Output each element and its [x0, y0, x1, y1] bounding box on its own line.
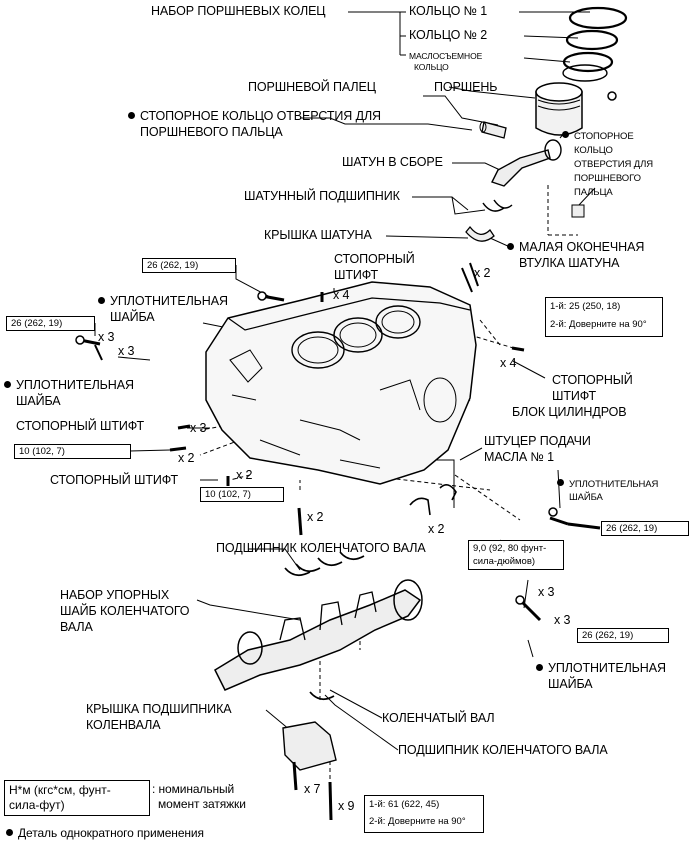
label-gasket-left-1: УПЛОТНИТЕЛЬНАЯ	[4, 378, 134, 393]
nonreusable-marker-icon	[557, 479, 564, 486]
label-conrod-cap: КРЫШКА ШАТУНА	[264, 228, 372, 242]
torque-box-main-cap: 1-й: 61 (622, 45) 2-й: Доверните на 90°	[364, 795, 484, 833]
label-pin-right-1: СТОПОРНЫЙ	[552, 373, 633, 387]
legend-torque-desc-1: : номинальный	[152, 782, 235, 796]
label-pin-bottom: СТОПОРНЫЙ ШТИФТ	[50, 473, 179, 487]
label-snap-ring-right-4: ПОРШНЕВОГО	[574, 173, 641, 184]
label-oil-ring-1: МАСЛОСЪЕМНОЕ	[409, 51, 483, 61]
label-crank-cap-2: КОЛЕНВАЛА	[86, 718, 161, 732]
torque-box-conrod: 1-й: 25 (250, 18) 2-й: Доверните на 90°	[545, 297, 663, 337]
nonreusable-marker-icon	[562, 131, 569, 138]
label-thrust-1: НАБОР УПОРНЫХ	[60, 588, 170, 602]
label-snap-ring-left-2: ПОРШНЕВОГО ПАЛЬЦА	[140, 125, 283, 139]
main-torque-step1: 1-й: 61 (622, 45)	[369, 799, 440, 810]
label-gasket-bottom-1: УПЛОТНИТЕЛЬНАЯ	[536, 661, 666, 676]
count-x2-nozzle: x 2	[428, 522, 445, 536]
label-pin-right-2: ШТИФТ	[552, 389, 597, 403]
torque-box-26-right2: 26 (262, 19)	[577, 628, 669, 643]
nozzle-torque-line2: сила-дюймов)	[473, 556, 536, 567]
label-conrod: ШАТУН В СБОРЕ	[342, 155, 443, 169]
count-x3-right-a: x 3	[538, 585, 555, 599]
label-piston: ПОРШЕНЬ	[434, 80, 498, 94]
label-gasket-bottom-2: ШАЙБА	[548, 677, 593, 691]
label-thrust-2: ШАЙБ КОЛЕНЧАТОГО	[60, 604, 190, 618]
nozzle-torque-line1: 9,0 (92, 80 фунт-	[473, 543, 547, 554]
label-snap-ring-right-5: ПАЛЬЦА	[574, 187, 613, 198]
label-crank-bearing-bottom: ПОДШИПНИК КОЛЕНЧАТОГО ВАЛА	[398, 743, 608, 757]
count-x2-conrod: x 2	[474, 266, 491, 280]
legend-nonreusable: Деталь однократного применения	[6, 826, 204, 841]
label-ring-set: НАБОР ПОРШНЕВЫХ КОЛЕЦ	[151, 4, 326, 18]
label-bushing-1: МАЛАЯ ОКОНЕЧНАЯ	[507, 240, 644, 255]
nonreusable-marker-icon	[128, 112, 135, 119]
label-gasket-right-2: ШАЙБА	[569, 492, 603, 503]
count-x3-right-b: x 3	[554, 613, 571, 627]
legend-torque-desc-2: момент затяжки	[158, 797, 246, 811]
count-x2-bottom-bolt: x 2	[307, 510, 324, 524]
label-snap-ring-right-2: КОЛЬЦО	[574, 145, 613, 156]
count-x3-a: x 3	[98, 330, 115, 344]
label-gasket-right-1: УПЛОТНИТЕЛЬНАЯ	[557, 479, 658, 490]
label-crank-bearing-top: ПОДШИПНИК КОЛЕНЧАТОГО ВАЛА	[216, 541, 426, 555]
nonreusable-marker-icon	[536, 664, 543, 671]
label-pin-left: СТОПОРНЫЙ ШТИФТ	[16, 419, 145, 433]
label-crankshaft: КОЛЕНЧАТЫЙ ВАЛ	[382, 711, 495, 725]
label-block: БЛОК ЦИЛИНДРОВ	[512, 405, 627, 419]
label-piston-pin: ПОРШНЕВОЙ ПАЛЕЦ	[248, 80, 376, 94]
label-snap-ring-right-3: ОТВЕРСТИЯ ДЛЯ	[574, 159, 654, 170]
legend-torque-box: Н*м (кгс*см, фунт- сила-фут)	[4, 780, 150, 816]
label-crank-cap-1: КРЫШКА ПОДШИПНИКА	[86, 702, 232, 716]
label-ring-2: КОЛЬЦО № 2	[409, 28, 488, 42]
torque-box-10-bottom: 10 (102, 7)	[200, 487, 284, 502]
nonreusable-marker-icon	[4, 381, 11, 388]
count-x7: x 7	[304, 782, 321, 796]
label-snap-ring-left-1: СТОПОРНОЕ КОЛЬЦО ОТВЕРСТИЯ ДЛЯ	[128, 109, 381, 124]
legend-torque-line2: сила-фут)	[9, 798, 65, 812]
torque-box-10-left: 10 (102, 7)	[14, 444, 131, 459]
count-x4-right-pin: x 4	[500, 356, 517, 370]
main-torque-step2: 2-й: Доверните на 90°	[369, 816, 466, 827]
label-pin-top-1: СТОПОРНЫЙ	[334, 252, 415, 266]
count-x2-left: x 2	[178, 451, 195, 465]
conrod-torque-step1: 1-й: 25 (250, 18)	[550, 301, 621, 312]
label-thrust-3: ВАЛА	[60, 620, 93, 634]
label-pin-top-2: ШТИФТ	[334, 268, 379, 282]
count-x2-bottom-pin: x 2	[236, 468, 253, 482]
label-ring-1: КОЛЬЦО № 1	[409, 4, 488, 18]
nonreusable-marker-icon	[98, 297, 105, 304]
count-x4-top-pin: x 4	[333, 288, 350, 302]
torque-box-26-top: 26 (262, 19)	[142, 258, 236, 273]
label-conrod-bearing: ШАТУННЫЙ ПОДШИПНИК	[244, 189, 400, 203]
label-oil-nozzle-1: ШТУЦЕР ПОДАЧИ	[484, 434, 591, 448]
count-x9: x 9	[338, 799, 355, 813]
count-x3-pin-left: x 3	[190, 421, 207, 435]
label-snap-ring-right-1: СТОПОРНОЕ	[562, 131, 634, 142]
conrod-torque-step2: 2-й: Доверните на 90°	[550, 319, 647, 330]
nonreusable-marker-icon	[6, 829, 13, 836]
label-gasket-left-2: ШАЙБА	[16, 394, 61, 408]
label-gasket-top-2: ШАЙБА	[110, 310, 155, 324]
nonreusable-marker-icon	[507, 243, 514, 250]
count-x3-b: x 3	[118, 344, 135, 358]
torque-box-26-right: 26 (262, 19)	[601, 521, 689, 536]
label-oil-ring-2: КОЛЬЦО	[414, 62, 449, 72]
torque-box-26-left: 26 (262, 19)	[6, 316, 95, 331]
label-gasket-top-1: УПЛОТНИТЕЛЬНАЯ	[98, 294, 228, 309]
label-bushing-2: ВТУЛКА ШАТУНА	[519, 256, 620, 270]
legend-torque-line1: Н*м (кгс*см, фунт-	[9, 783, 111, 797]
label-oil-nozzle-2: МАСЛА № 1	[484, 450, 555, 464]
torque-box-nozzle: 9,0 (92, 80 фунт- сила-дюймов)	[468, 540, 564, 570]
